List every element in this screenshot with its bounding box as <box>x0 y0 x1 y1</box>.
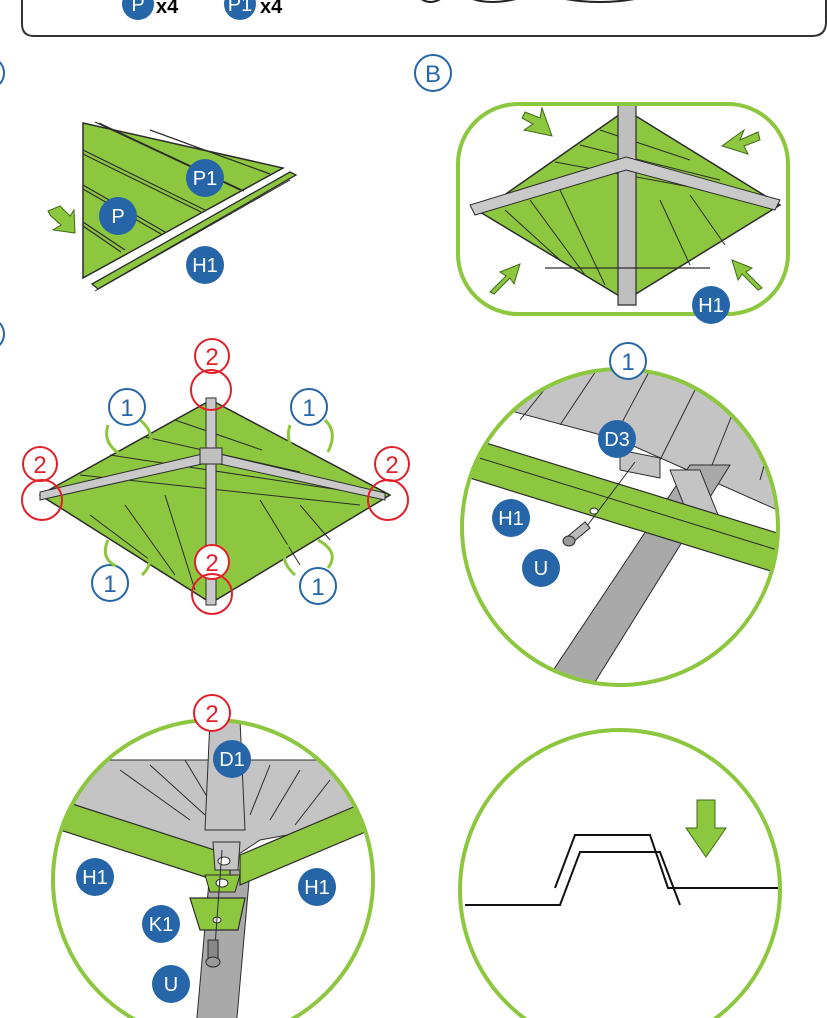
parts-box: P x4 P1 x4 <box>21 0 827 37</box>
badge-p1 <box>186 159 224 197</box>
part-p1-badge <box>224 0 256 20</box>
badge-h1-right-label: H1 <box>304 877 330 899</box>
badge-u <box>152 965 190 1003</box>
red-marker-right: 2 <box>367 446 410 521</box>
detail-3-outline <box>458 728 782 1018</box>
part-item-p: P x4 <box>122 0 179 20</box>
blue-marker-top-left: 1 <box>105 388 153 457</box>
part-p-qty: x4 <box>156 0 179 18</box>
blue-marker-bottom-left: 1 <box>91 539 151 602</box>
detail-1-h1-rail <box>462 434 778 581</box>
badge-d1-label: D1 <box>219 749 245 771</box>
detail-2-screw-u <box>205 939 221 968</box>
badge-p-label: P <box>111 206 124 228</box>
parts-box-frame <box>21 0 827 37</box>
part-p-label: P <box>131 0 144 16</box>
detail-2: 2 D1 H1 H1 K1 U <box>51 694 375 1018</box>
h1-rail-edge <box>94 179 291 292</box>
badge-p1-label: P1 <box>193 168 217 190</box>
badge-h1-label: H1 <box>498 508 524 530</box>
red-marker-bottom-label: 2 <box>205 550 218 577</box>
blue-marker-br-label: 1 <box>311 574 324 601</box>
blue-marker-tr-label: 1 <box>302 395 315 422</box>
detail-1-screw-u <box>562 521 591 547</box>
down-arrow-icon <box>685 799 727 858</box>
detail-3-profile <box>458 728 782 1018</box>
badge-p <box>99 197 137 235</box>
badge-k1 <box>142 905 180 943</box>
badge-h1 <box>492 499 530 537</box>
step-c-marker-partial <box>0 321 5 347</box>
arrow-top-right-icon <box>720 128 761 155</box>
badge-h1-left-label: H1 <box>82 867 108 889</box>
badge-h1 <box>186 246 224 284</box>
detail-2-marker <box>193 694 231 732</box>
detail-1: 1 D3 H1 U <box>460 342 780 687</box>
profile-lower <box>465 851 681 906</box>
red-marker-top-label: 2 <box>205 344 218 371</box>
roof-sheet <box>82 122 286 280</box>
badge-d3 <box>598 420 636 458</box>
panel-b-roof-frame: B H1 <box>414 54 790 324</box>
badge-k1-label: K1 <box>149 914 173 936</box>
badge-u-label: U <box>164 974 178 996</box>
blue-marker-bottom-right: 1 <box>282 538 337 605</box>
part-p1-label: P1 <box>228 0 252 16</box>
step-b-marker <box>414 54 452 92</box>
detail-1-d3-bracket <box>619 449 661 479</box>
h1-rail <box>90 171 298 290</box>
badge-h1-left <box>76 858 114 896</box>
roof-plan-hub <box>199 447 223 465</box>
red-marker-top: 2 <box>190 338 232 411</box>
badge-d3-label: D3 <box>604 429 630 451</box>
detail-1-marker <box>609 342 647 380</box>
part-p1-qty: x4 <box>260 0 283 18</box>
panel-a-roof-sheet: P1 P H1 <box>47 121 298 292</box>
badge-h1-label: H1 <box>698 295 724 317</box>
part-item-p1: P1 x4 <box>224 0 283 20</box>
detail-1-marker-label: 1 <box>621 349 634 376</box>
detail-2-marker-label: 2 <box>205 701 218 728</box>
red-marker-left: 2 <box>21 446 63 521</box>
badge-u <box>522 549 560 587</box>
red-marker-right-label: 2 <box>385 452 398 479</box>
center-post <box>617 104 637 306</box>
arrow-top-left-icon <box>521 106 553 137</box>
red-marker-left-label: 2 <box>33 452 46 479</box>
step-a-marker-partial <box>0 60 5 86</box>
arrow-bottom-right-icon <box>731 259 763 291</box>
badge-h1 <box>692 286 730 324</box>
h1-frame-outline <box>456 102 790 316</box>
red-marker-bottom: 2 <box>191 544 233 615</box>
arrow-bottom-left-icon <box>489 263 521 295</box>
roof-plan: 2 2 2 2 1 1 1 <box>21 338 410 615</box>
badge-h1-right <box>298 868 336 906</box>
insert-arrow-icon <box>47 205 76 234</box>
profile-upper <box>554 834 780 889</box>
badge-h1-label: H1 <box>192 255 218 277</box>
detail-2-hub <box>212 841 241 871</box>
step-b-label: B <box>425 61 441 88</box>
blue-marker-top-right: 1 <box>286 388 334 457</box>
blue-marker-tl-label: 1 <box>120 395 133 422</box>
badge-u-label: U <box>534 558 548 580</box>
blue-marker-bl-label: 1 <box>103 571 116 598</box>
badge-d1 <box>213 740 251 778</box>
rafters <box>469 156 781 216</box>
cut-text-remnant <box>421 0 635 3</box>
part-p-badge <box>122 0 154 20</box>
